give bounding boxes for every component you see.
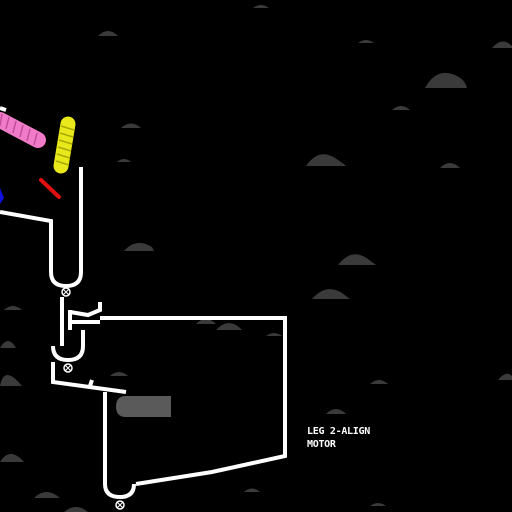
rock-icon	[98, 31, 118, 36]
rock-icon	[326, 409, 346, 414]
rock-icon	[425, 72, 467, 88]
rock-icon	[0, 375, 22, 386]
rock-icon	[338, 254, 376, 265]
rock-icon	[117, 159, 131, 162]
rock-icon	[244, 488, 260, 492]
rock-icon	[492, 41, 512, 48]
rock-icon	[4, 306, 22, 310]
rock-icon	[370, 503, 386, 506]
rock-icon	[370, 380, 388, 384]
middle-chute	[51, 297, 287, 486]
track-top-left	[0, 106, 7, 112]
rock-icon	[266, 333, 282, 336]
rock-icon	[440, 163, 460, 168]
rock-icon	[124, 242, 154, 251]
level-title-line1: LEG 2-ALIGN	[307, 426, 370, 437]
lower-chute	[51, 362, 136, 500]
rock-icon	[196, 319, 216, 324]
rock-icon	[358, 40, 374, 43]
rock-icon	[312, 289, 350, 299]
rock-icon	[392, 106, 410, 110]
rock-icon	[0, 341, 16, 348]
rock-icon	[306, 154, 346, 166]
blue-piece[interactable]	[0, 188, 4, 204]
level-title: LEG 2-ALIGN MOTOR	[307, 425, 370, 451]
yellow-worm[interactable]	[53, 116, 76, 174]
red-stick[interactable]	[39, 178, 61, 199]
rock-icon	[110, 372, 128, 376]
level-title-line2: MOTOR	[307, 439, 336, 450]
pink-worm[interactable]	[0, 112, 46, 148]
background-rocks	[0, 5, 512, 512]
rock-icon	[498, 373, 512, 380]
upper-funnel	[0, 167, 83, 289]
rock-icon	[216, 323, 242, 330]
rock-icon	[34, 492, 60, 498]
pivot-pin-icon[interactable]	[63, 363, 73, 373]
grey-block[interactable]	[116, 396, 171, 417]
pivot-pin-icon[interactable]	[115, 500, 125, 510]
pivot-pin-icon[interactable]	[61, 287, 71, 297]
rock-icon	[64, 507, 88, 512]
rock-icon	[0, 454, 24, 462]
rock-icon	[121, 123, 141, 128]
rock-icon	[253, 5, 269, 8]
